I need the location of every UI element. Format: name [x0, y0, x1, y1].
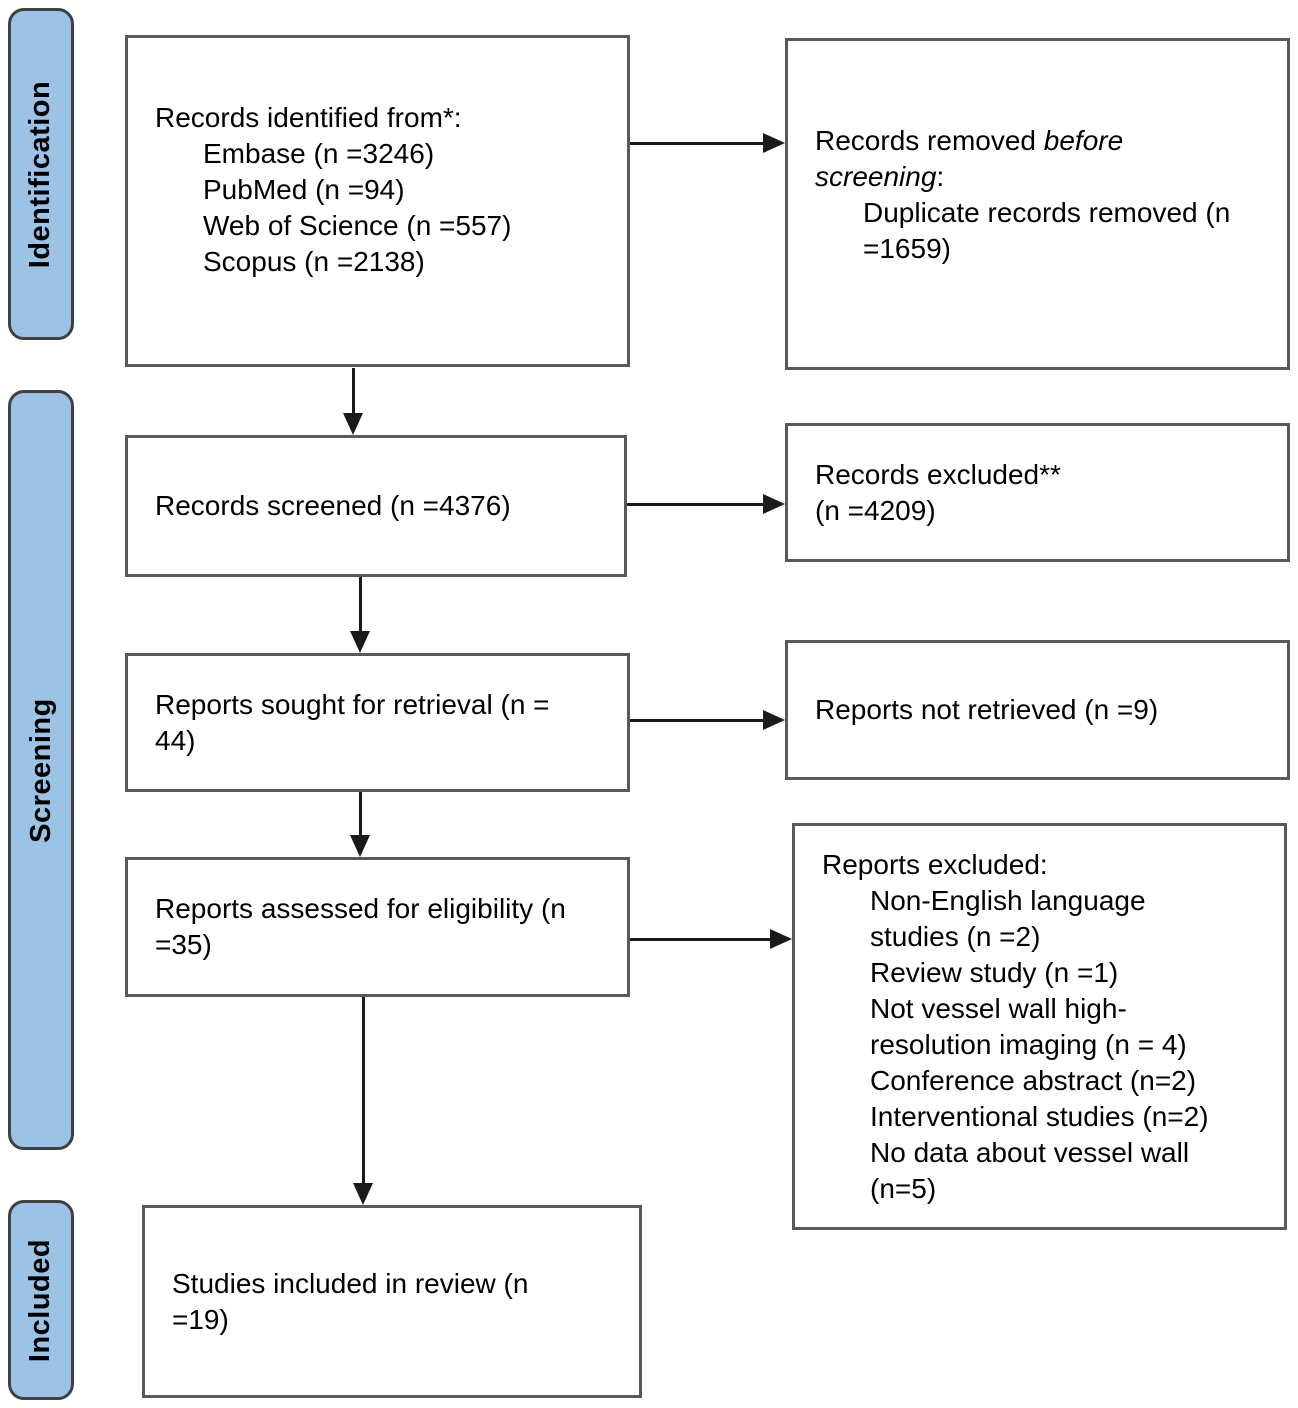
stage-label-identification: Identification [24, 80, 57, 268]
box-reports-excluded: Reports excluded: Non-English language s… [792, 823, 1287, 1230]
box-records-identified: Records identified from*: Embase (n =324… [125, 35, 630, 367]
records-removed-line-1: Records removed before [815, 123, 1269, 159]
duplicates-removed-line-2: =1659) [863, 233, 951, 264]
arrow-line [630, 719, 765, 722]
arrow-line [359, 577, 362, 633]
reason-no-data-line-1: No data about vessel wall [870, 1136, 1190, 1168]
stage-label-included: Included [24, 1238, 57, 1362]
reports-assessed-line-2: =35) [155, 929, 212, 960]
arrow-line [359, 792, 362, 837]
reason-non-english-line-1: Non-English language [870, 884, 1146, 916]
arrowhead-right-icon [763, 133, 785, 153]
reports-assessed-line-1: Reports assessed for eligibility (n [155, 893, 566, 924]
arrow-line [630, 142, 765, 145]
reports-sought-line-1: Reports sought for retrieval (n = [155, 688, 550, 720]
arrow-line [627, 503, 765, 506]
arrowhead-right-icon [763, 710, 785, 730]
arrowhead-right-icon [770, 929, 792, 949]
arrow-line [362, 997, 365, 1185]
reason-review-study: Review study (n =1) [870, 956, 1119, 988]
records-identified-title: Records identified from*: [155, 102, 462, 133]
arrow-line [352, 368, 355, 415]
source-pubmed: PubMed (n =94) [203, 174, 405, 205]
reason-non-english-line-2: studies (n =2) [870, 920, 1041, 952]
source-scopus: Scopus (n =2138) [203, 246, 425, 277]
box-reports-not-retrieved: Reports not retrieved (n =9) [785, 640, 1290, 780]
records-excluded-line-1: Records excluded** [815, 458, 1061, 490]
reason-interventional-studies: Interventional studies (n=2) [870, 1100, 1209, 1132]
arrowhead-right-icon [763, 494, 785, 514]
reason-no-data-line-2: (n=5) [870, 1172, 937, 1204]
box-records-screened: Records screened (n =4376) [125, 435, 627, 577]
records-screened-text: Records screened (n =4376) [155, 490, 511, 521]
stage-bar-included: Included [8, 1200, 74, 1400]
reports-not-retrieved-text: Reports not retrieved (n =9) [815, 694, 1159, 725]
stage-bar-screening: Screening [8, 390, 74, 1150]
box-studies-included: Studies included in review (n =19) [142, 1205, 642, 1398]
records-removed-italic-screening: screening [815, 161, 937, 192]
studies-included-line-1: Studies included in review (n [172, 1267, 529, 1299]
reports-sought-line-2: 44) [155, 724, 196, 756]
records-excluded-line-2: (n =4209) [815, 494, 936, 526]
box-records-excluded: Records excluded** (n =4209) [785, 423, 1290, 562]
arrow-line [630, 938, 772, 941]
box-reports-sought: Reports sought for retrieval (n = 44) [125, 653, 630, 792]
arrowhead-down-icon [343, 413, 363, 435]
source-embase: Embase (n =3246) [203, 138, 435, 169]
reason-not-vessel-wall-line-1: Not vessel wall high- [870, 992, 1127, 1024]
records-removed-suffix: : [936, 161, 945, 192]
records-removed-prefix: Records removed [815, 125, 1044, 156]
records-removed-italic-before: before [1043, 125, 1124, 156]
studies-included-line-2: =19) [172, 1303, 229, 1335]
stage-label-screening: Screening [24, 697, 57, 843]
reports-excluded-title: Reports excluded: [822, 848, 1048, 880]
duplicates-removed-line-1: Duplicate records removed (n [863, 197, 1231, 228]
records-removed-line-2: screening: [815, 159, 1269, 195]
source-web-of-science: Web of Science (n =557) [203, 210, 512, 241]
stage-bar-identification: Identification [8, 8, 74, 340]
arrowhead-down-icon [353, 1183, 373, 1205]
arrowhead-down-icon [350, 835, 370, 857]
arrowhead-down-icon [350, 631, 370, 653]
reason-conference-abstract: Conference abstract (n=2) [870, 1064, 1197, 1096]
box-records-removed-before-screening: Records removed before screening: Duplic… [785, 38, 1290, 370]
reason-not-vessel-wall-line-2: resolution imaging (n = 4) [870, 1028, 1187, 1060]
box-reports-assessed: Reports assessed for eligibility (n =35) [125, 857, 630, 997]
